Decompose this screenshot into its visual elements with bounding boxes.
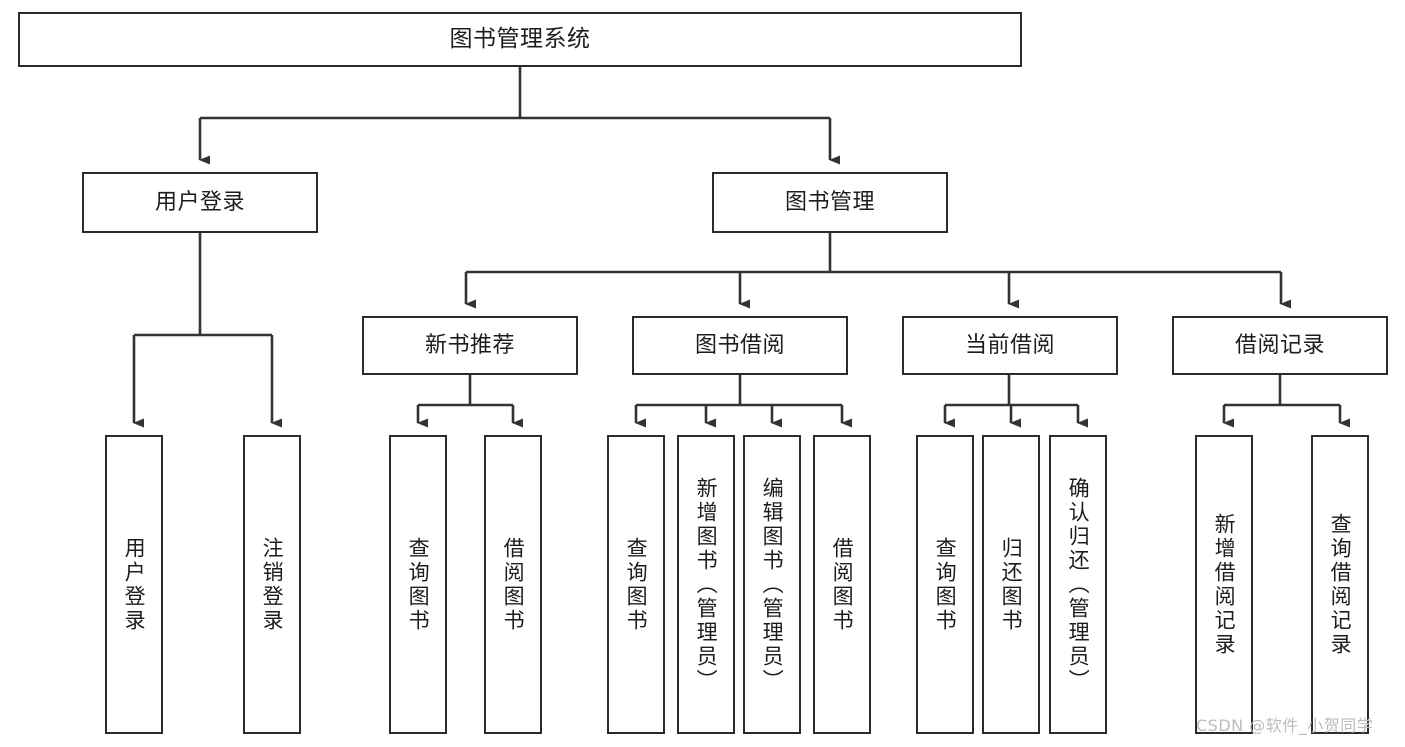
node-label: 归还图书 bbox=[999, 536, 1024, 633]
node-label: 查询图书 bbox=[933, 536, 958, 633]
node-leaf-add-record[interactable]: 新增借阅记录 bbox=[1195, 435, 1253, 734]
node-label: 用户登录 bbox=[122, 536, 147, 633]
node-label: 查询借阅记录 bbox=[1328, 512, 1353, 657]
node-leaf-logout-login[interactable]: 注销登录 bbox=[243, 435, 301, 734]
node-label: 确认归还（管理员） bbox=[1066, 476, 1091, 693]
node-label: 新增借阅记录 bbox=[1212, 512, 1237, 657]
node-label: 借阅记录 bbox=[1234, 332, 1325, 358]
node-label: 注销登录 bbox=[260, 536, 285, 633]
node-label: 查询图书 bbox=[406, 536, 431, 633]
node-new-book-recommend[interactable]: 新书推荐 bbox=[362, 316, 578, 375]
node-leaf-query-book-2[interactable]: 查询图书 bbox=[607, 435, 665, 734]
node-leaf-borrow-book-2[interactable]: 借阅图书 bbox=[813, 435, 871, 734]
node-book-manage[interactable]: 图书管理 bbox=[712, 172, 948, 233]
node-label: 新书推荐 bbox=[424, 332, 515, 358]
node-leaf-confirm-return[interactable]: 确认归还（管理员） bbox=[1049, 435, 1107, 734]
node-label: 图书借阅 bbox=[694, 332, 785, 358]
node-current-borrow[interactable]: 当前借阅 bbox=[902, 316, 1118, 375]
node-label: 借阅图书 bbox=[501, 536, 526, 633]
node-leaf-user-login[interactable]: 用户登录 bbox=[105, 435, 163, 734]
node-label: 编辑图书（管理员） bbox=[760, 476, 785, 693]
node-leaf-query-book-1[interactable]: 查询图书 bbox=[389, 435, 447, 734]
node-label: 借阅图书 bbox=[830, 536, 855, 633]
node-leaf-edit-book[interactable]: 编辑图书（管理员） bbox=[743, 435, 801, 734]
node-root-system[interactable]: 图书管理系统 bbox=[18, 12, 1022, 67]
node-leaf-return-book[interactable]: 归还图书 bbox=[982, 435, 1040, 734]
node-label: 当前借阅 bbox=[964, 332, 1055, 358]
node-label: 图书管理系统 bbox=[449, 26, 591, 53]
node-leaf-add-book[interactable]: 新增图书（管理员） bbox=[677, 435, 735, 734]
node-user-login[interactable]: 用户登录 bbox=[82, 172, 318, 233]
node-label: 查询图书 bbox=[624, 536, 649, 633]
node-leaf-query-record[interactable]: 查询借阅记录 bbox=[1311, 435, 1369, 734]
node-borrow-record[interactable]: 借阅记录 bbox=[1172, 316, 1388, 375]
node-book-borrow[interactable]: 图书借阅 bbox=[632, 316, 848, 375]
node-label: 用户登录 bbox=[154, 189, 245, 215]
node-leaf-borrow-book-1[interactable]: 借阅图书 bbox=[484, 435, 542, 734]
node-leaf-query-book-3[interactable]: 查询图书 bbox=[916, 435, 974, 734]
csdn-watermark: CSDN @软件_小贺同学 bbox=[1196, 716, 1374, 735]
node-label: 新增图书（管理员） bbox=[694, 476, 719, 693]
node-label: 图书管理 bbox=[784, 189, 875, 215]
